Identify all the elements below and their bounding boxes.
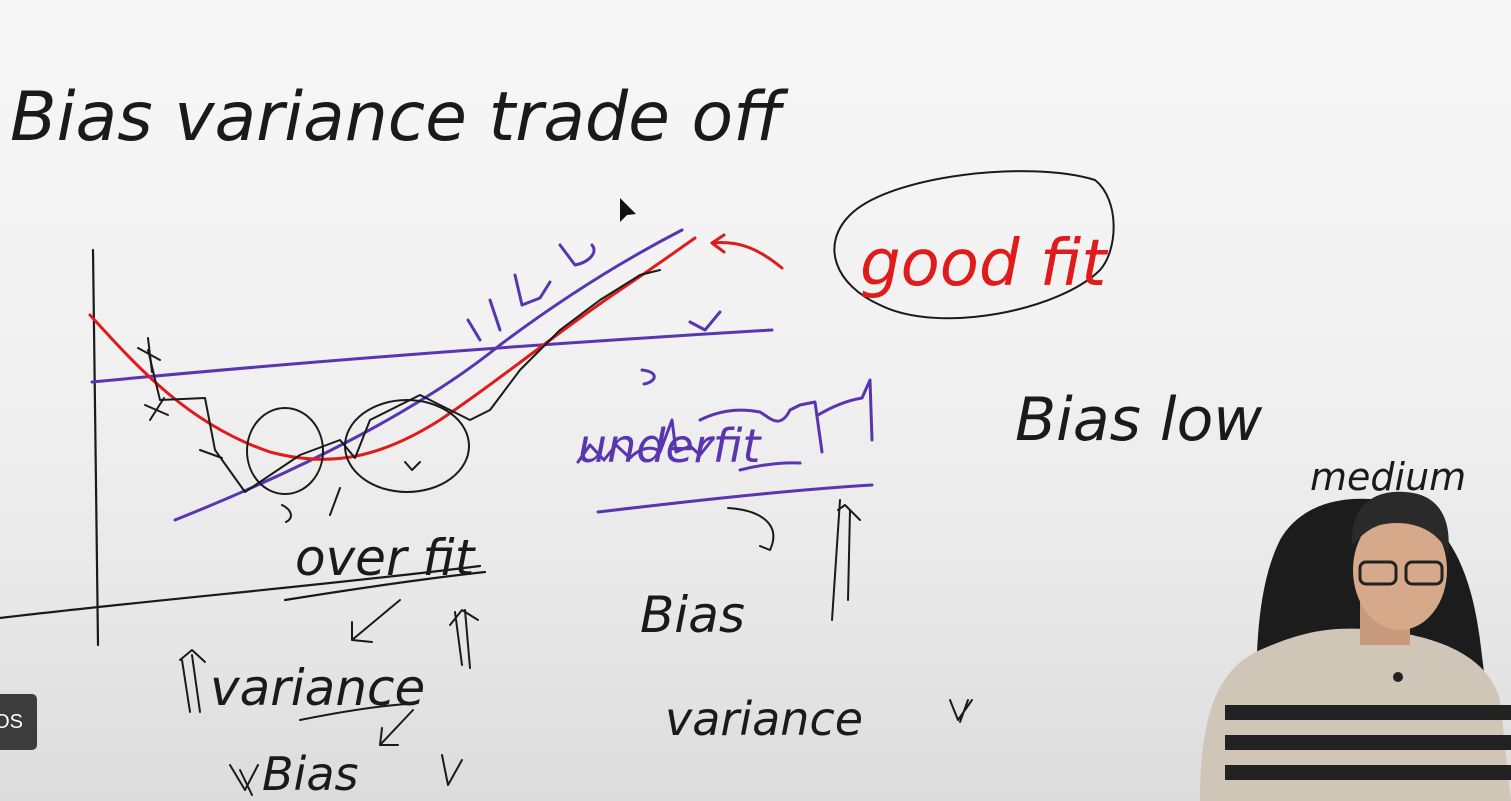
bias-under-label: Bias [640,586,745,644]
medium-label: medium [1310,455,1466,499]
graph-axes [0,248,487,647]
video-overlay-chip[interactable]: OS [0,694,37,750]
bias-over-label: Bias [262,747,359,801]
board-title: Bias variance trade off [10,78,789,157]
bias-low-label: Bias low [1015,385,1263,455]
variance-over-label: variance [210,659,425,717]
face-shape [1353,510,1447,630]
good-fit-circle [833,170,1115,320]
overfit-label: over fit [295,529,477,587]
variance-under-label: variance [665,692,863,746]
overfit-wiggle [137,269,973,796]
cursor-icon [620,198,636,222]
glasses-shape [1358,560,1398,586]
red-fit-curve [88,233,784,461]
good-fit-label: good fit [860,227,1109,301]
chip-label: OS [0,711,23,733]
microphone-icon [1393,672,1403,682]
underfit-label: underfit [578,419,762,473]
purple-fit-lines [90,228,874,522]
presenter-webcam [1200,491,1511,801]
